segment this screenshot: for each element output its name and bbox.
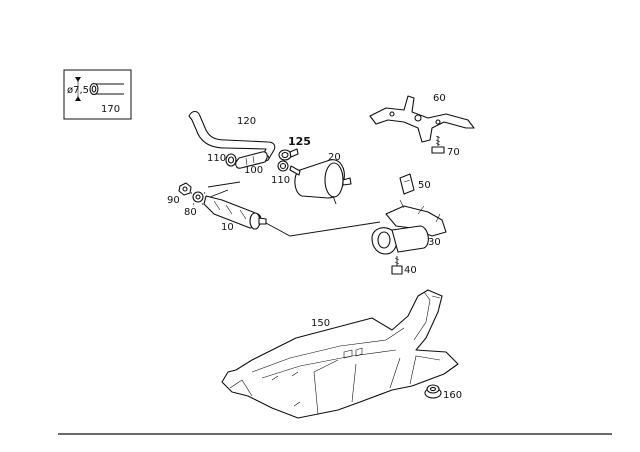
hose-100 bbox=[235, 151, 268, 169]
leader-line bbox=[207, 181, 381, 237]
label-90: 90 bbox=[167, 195, 180, 206]
label-120: 120 bbox=[237, 116, 256, 127]
label-20: 20 bbox=[328, 152, 341, 163]
clip-125 bbox=[278, 148, 299, 161]
label-100: 100 bbox=[244, 165, 263, 176]
label-150: 150 bbox=[311, 318, 330, 329]
label-125: 125 bbox=[288, 135, 311, 148]
bolt-40 bbox=[391, 256, 403, 275]
washer-80 bbox=[190, 191, 206, 206]
label-10: 10 bbox=[221, 222, 234, 233]
label-30: 30 bbox=[428, 237, 441, 248]
bracket-60 bbox=[369, 95, 475, 143]
nut-90 bbox=[178, 182, 192, 196]
holder-30 bbox=[371, 199, 447, 255]
dimension-label: ø7,5 bbox=[67, 85, 89, 96]
label-110-left: 110 bbox=[207, 153, 226, 164]
label-70: 70 bbox=[447, 147, 460, 158]
label-160: 160 bbox=[443, 390, 462, 401]
fuel-pump-10 bbox=[203, 195, 267, 230]
clamp-110-left bbox=[225, 153, 237, 167]
nut-160 bbox=[424, 384, 442, 399]
label-110-right: 110 bbox=[271, 175, 290, 186]
bolt-70 bbox=[431, 135, 445, 154]
clip-50 bbox=[399, 173, 415, 195]
cover-150 bbox=[221, 289, 459, 419]
clamp-110-right bbox=[277, 160, 289, 172]
label-80: 80 bbox=[184, 207, 197, 218]
label-170: 170 bbox=[101, 104, 120, 115]
label-60: 60 bbox=[433, 93, 446, 104]
label-40: 40 bbox=[404, 265, 417, 276]
fuel-filter-20 bbox=[289, 159, 352, 205]
label-50: 50 bbox=[418, 180, 431, 191]
hose-detail-inset: ø7,5 170 bbox=[63, 69, 132, 120]
